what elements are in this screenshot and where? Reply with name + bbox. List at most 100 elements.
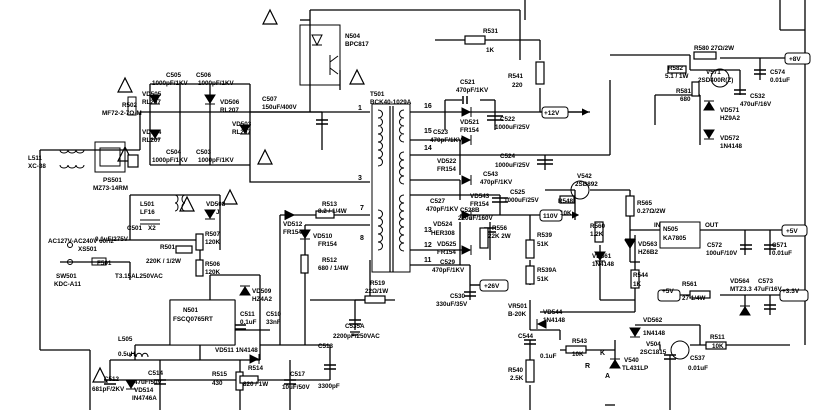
rail-5v-in: +5V bbox=[662, 288, 674, 295]
c543-value: 470pF/1KV bbox=[480, 179, 513, 186]
c525-label: C525 bbox=[510, 189, 526, 196]
rail-110v: 110V bbox=[543, 213, 558, 220]
pin-r: R bbox=[585, 363, 590, 370]
n505-out: OUT bbox=[705, 222, 718, 229]
vd571-label: VD571 bbox=[720, 107, 740, 114]
r506-value: 120K bbox=[205, 269, 221, 276]
c535a-label: C535A bbox=[345, 323, 365, 330]
rail-3v3: +3.3V bbox=[782, 288, 800, 295]
vd562-value: 1N4148 bbox=[643, 330, 666, 337]
c529-value: 470pF/1KV bbox=[432, 267, 465, 274]
c572-label: C572 bbox=[707, 242, 723, 249]
t501-label: T501 bbox=[370, 91, 385, 98]
r560-value: 1.2K bbox=[590, 231, 604, 238]
r539-label: R539 bbox=[537, 232, 553, 239]
ground-symbols bbox=[350, 331, 615, 406]
l501-label: L501 bbox=[140, 201, 155, 208]
vd503-value: RL207 bbox=[232, 129, 251, 136]
c501-b: X2 bbox=[148, 225, 156, 232]
r531-value: 1K bbox=[486, 47, 495, 54]
c522-label: C522 bbox=[500, 116, 516, 123]
c573-value: 47uF/16V bbox=[754, 286, 782, 293]
r512-value: 680 / 1/4W bbox=[318, 265, 349, 272]
c528b-label: C528B bbox=[460, 207, 480, 214]
rail-12v: +12V bbox=[544, 110, 560, 117]
vd572-value: 1N4148 bbox=[720, 143, 743, 150]
c528b-value: 220uF/160V bbox=[458, 215, 493, 222]
r556-label: R556 bbox=[492, 225, 508, 232]
vd522-label: VD522 bbox=[437, 158, 457, 165]
c532-value: 470uF/16V bbox=[740, 101, 772, 108]
vd564-label: VD564 bbox=[730, 278, 750, 285]
r556-value: 22K 2W bbox=[488, 233, 511, 240]
c514-value: 47uF/50V bbox=[134, 379, 162, 386]
r502-value: MF72-2-7Ω-M bbox=[102, 110, 142, 117]
ps501-label: PS501 bbox=[103, 177, 122, 184]
r543-value: 10K bbox=[572, 351, 584, 358]
r582-label: R582 bbox=[668, 65, 684, 72]
component-labels: N504 BPC817 R531 1K R541 220 R580 27Ω/2W… bbox=[28, 28, 801, 402]
vd563-label: VD563 bbox=[638, 241, 658, 248]
v542-label: V542 bbox=[577, 173, 592, 180]
r539-value: 51K bbox=[537, 241, 549, 248]
c529-label: C529 bbox=[440, 259, 456, 266]
v542-value: 2SB892 bbox=[575, 181, 598, 188]
vr501-value: B-20K bbox=[508, 311, 527, 318]
c527-label: C527 bbox=[430, 198, 446, 205]
v504-value: 2SC1815 bbox=[640, 349, 667, 356]
c505-value: 1000pF/1KV bbox=[152, 80, 188, 87]
vd508-j: J bbox=[216, 209, 220, 216]
c507-label: C507 bbox=[262, 96, 278, 103]
r561-value: 27 1/4W bbox=[682, 295, 706, 302]
l511-value: XC-38 bbox=[28, 163, 46, 170]
c535a-value: 2200pF/250VAC bbox=[333, 333, 380, 340]
r565-value: 0.27Ω/2W bbox=[637, 208, 666, 215]
xs501-label: XS501 bbox=[78, 246, 97, 253]
c510-label: C510 bbox=[266, 311, 282, 318]
r548-label: R548 bbox=[558, 198, 574, 205]
t501-value: BCK40-1029A bbox=[370, 99, 412, 106]
c501-label: C501 bbox=[127, 225, 143, 232]
r544-value: 1K bbox=[633, 281, 642, 288]
ac-input-label: AC127V-AC240V 60Hz bbox=[48, 238, 114, 245]
vd524-value: HER308 bbox=[431, 230, 455, 237]
vd509-label: VD509 bbox=[252, 288, 272, 295]
r565-label: R565 bbox=[637, 200, 653, 207]
c530-value: 330uF/35V bbox=[436, 301, 468, 308]
c532-label: C532 bbox=[750, 93, 766, 100]
pin-1: 1 bbox=[358, 105, 362, 112]
r515-value: 430 bbox=[212, 380, 223, 387]
c504-label: C504 bbox=[166, 149, 182, 156]
r519-label: R519 bbox=[370, 280, 386, 287]
c517-value: 10uF/50V bbox=[282, 384, 310, 391]
n505-label: N505 bbox=[663, 226, 679, 233]
r512-label: R512 bbox=[322, 257, 338, 264]
c571-value: 0.01uF bbox=[772, 250, 792, 257]
c507-value: 150uF/400V bbox=[262, 104, 297, 111]
f501-label: F501 bbox=[97, 260, 112, 267]
vd543-label: VD543 bbox=[470, 193, 490, 200]
r507-label: R507 bbox=[205, 231, 221, 238]
rail-5v: +5V bbox=[786, 228, 798, 235]
r514-label: R514 bbox=[248, 365, 264, 372]
r501-value: 220K / 1/2W bbox=[146, 258, 181, 265]
r543-label: R543 bbox=[572, 338, 588, 345]
c503-label: C503 bbox=[196, 149, 212, 156]
transistors bbox=[169, 68, 730, 360]
vd504-value: RL207 bbox=[142, 137, 161, 144]
v504-label: V504 bbox=[646, 341, 661, 348]
vd506-value: RL207 bbox=[220, 107, 239, 114]
r541-label: R541 bbox=[508, 73, 524, 80]
vd543-value: FR154 bbox=[470, 201, 489, 208]
vd512-value: FR154 bbox=[283, 229, 302, 236]
c574-label: C574 bbox=[770, 69, 786, 76]
vd508-label: VD508 bbox=[206, 201, 226, 208]
vd521-value: FR154 bbox=[460, 127, 479, 134]
r539a-label: R539A bbox=[537, 267, 557, 274]
pin-3: 3 bbox=[358, 175, 362, 182]
c571-label: C571 bbox=[772, 242, 788, 249]
r544-label: R544 bbox=[633, 272, 649, 279]
c504-value: 1000pF/1KV bbox=[152, 157, 188, 164]
r531-label: R531 bbox=[483, 28, 499, 35]
vd512-label: VD512 bbox=[283, 221, 303, 228]
